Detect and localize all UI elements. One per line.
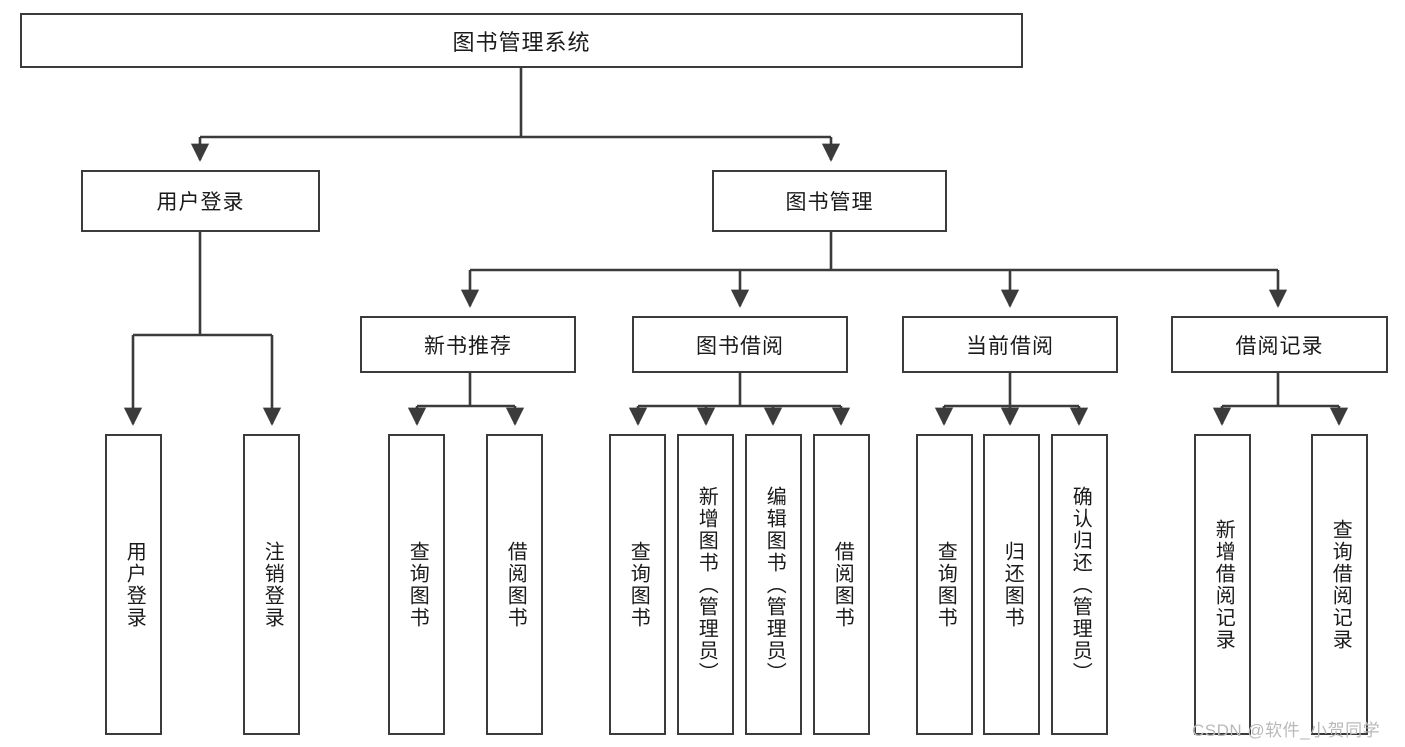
node-label: 查询图书 <box>627 540 650 629</box>
node-leaf-query-book-borrow[interactable]: 查询图书 <box>609 434 666 735</box>
node-leaf-user-login[interactable]: 用户登录 <box>105 434 162 735</box>
node-label: 图书借阅 <box>696 334 784 358</box>
node-leaf-return-book[interactable]: 归还图书 <box>983 434 1040 735</box>
node-book-manage[interactable]: 图书管理 <box>712 170 947 232</box>
node-leaf-query-book-current[interactable]: 查询图书 <box>916 434 973 735</box>
node-label: 归还图书 <box>1001 540 1024 629</box>
node-book-borrow[interactable]: 图书借阅 <box>632 316 848 373</box>
node-label: 用户登录 <box>156 191 245 214</box>
node-leaf-borrow-book[interactable]: 借阅图书 <box>813 434 870 735</box>
node-label: 新书推荐 <box>424 334 512 358</box>
node-borrow-record[interactable]: 借阅记录 <box>1171 316 1388 373</box>
node-label: 编辑图书（管理员） <box>763 485 786 684</box>
csdn-watermark: CSDN @软件_小贺同学 <box>1192 721 1381 740</box>
node-label: 确认归还（管理员） <box>1069 485 1092 684</box>
node-current-borrow[interactable]: 当前借阅 <box>902 316 1118 373</box>
node-leaf-borrow-book-recommend[interactable]: 借阅图书 <box>486 434 543 735</box>
node-leaf-query-book-recommend[interactable]: 查询图书 <box>388 434 445 735</box>
node-label: 查询图书 <box>406 540 429 629</box>
node-leaf-add-borrow-record[interactable]: 新增借阅记录 <box>1194 434 1251 735</box>
node-user-login[interactable]: 用户登录 <box>81 170 320 232</box>
node-label: 新增借阅记录 <box>1212 518 1235 651</box>
node-leaf-add-book-admin[interactable]: 新增图书（管理员） <box>677 434 734 735</box>
node-label: 用户登录 <box>123 540 146 629</box>
node-new-book-recommend[interactable]: 新书推荐 <box>360 316 576 373</box>
node-label: 借阅记录 <box>1235 334 1324 358</box>
node-leaf-query-borrow-record[interactable]: 查询借阅记录 <box>1311 434 1368 735</box>
node-label: 查询图书 <box>934 540 957 629</box>
node-label: 注销登录 <box>261 540 284 629</box>
node-label: 借阅图书 <box>831 540 854 629</box>
node-label: 借阅图书 <box>504 540 527 629</box>
node-root-system[interactable]: 图书管理系统 <box>20 13 1023 68</box>
node-label: 查询借阅记录 <box>1329 518 1352 651</box>
node-label: 当前借阅 <box>966 334 1054 358</box>
node-leaf-logout[interactable]: 注销登录 <box>243 434 300 735</box>
node-leaf-confirm-return-admin[interactable]: 确认归还（管理员） <box>1051 434 1108 735</box>
node-leaf-edit-book-admin[interactable]: 编辑图书（管理员） <box>745 434 802 735</box>
node-label: 新增图书（管理员） <box>695 485 718 684</box>
node-label: 图书管理 <box>785 191 874 214</box>
node-label: 图书管理系统 <box>452 29 591 55</box>
